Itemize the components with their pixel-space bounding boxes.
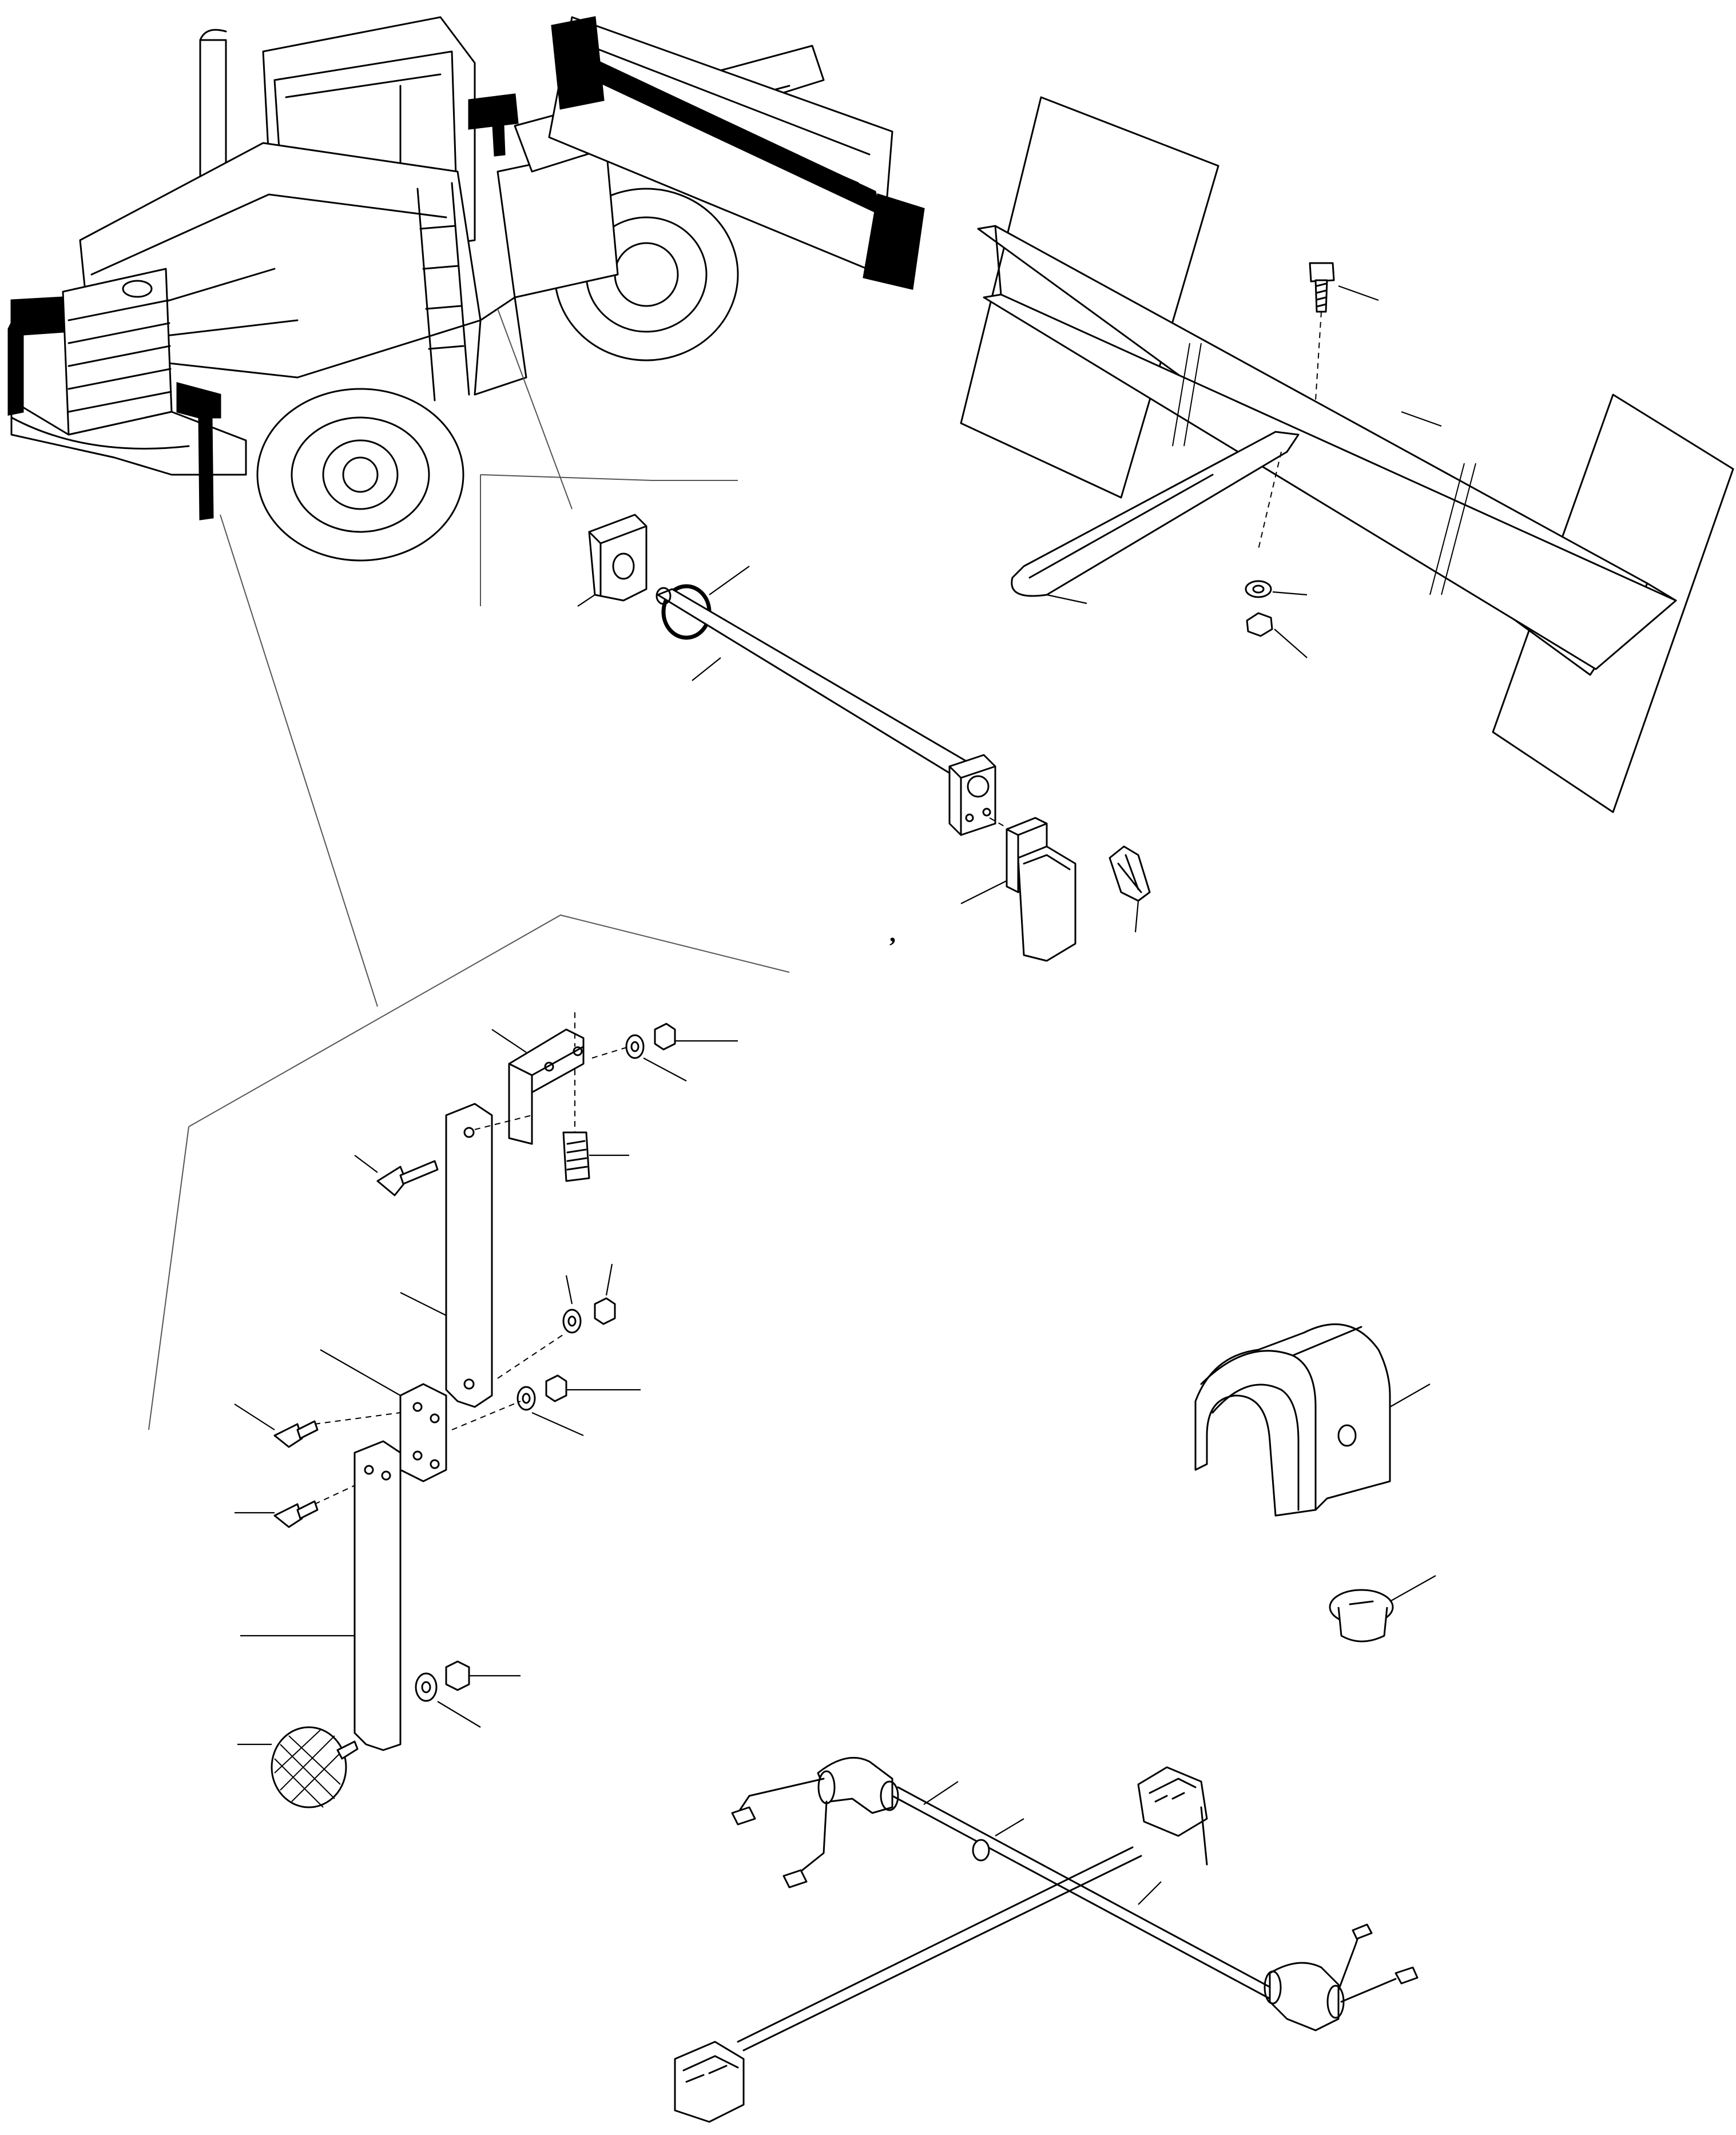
stray-mark-text: , (889, 919, 896, 947)
baffle-plate-assembly (960, 96, 1734, 813)
rubber-cap (1194, 1323, 1431, 1517)
callout-lines (148, 308, 790, 1430)
wheel-loader-illustration (7, 16, 925, 562)
plug (1329, 1575, 1436, 1643)
bracket-assembly (234, 1012, 738, 1808)
wiring-harness (674, 1756, 1419, 2123)
stay-rod-assembly (577, 514, 1151, 962)
